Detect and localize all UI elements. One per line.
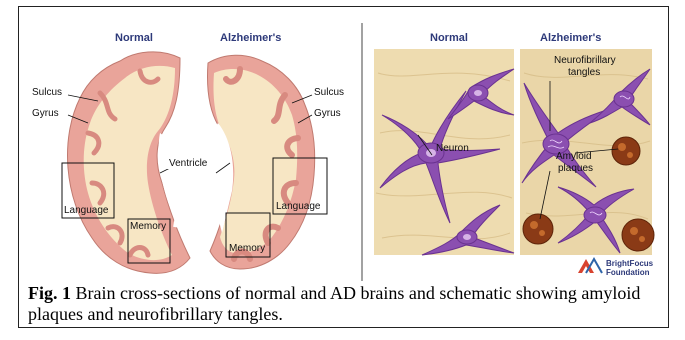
caption-label: Fig. 1 <box>28 283 71 303</box>
memory-label-left: Memory <box>130 221 166 232</box>
plaques-label: Amyloidplaques <box>556 151 593 174</box>
figure-image: Normal Alzheimer's <box>30 23 658 281</box>
logo-line2: Foundation <box>606 268 650 277</box>
gyrus-label-left: Gyrus <box>32 108 59 119</box>
brain-panel: Normal Alzheimer's <box>30 23 362 281</box>
neuron-header-normal: Normal <box>430 32 468 44</box>
brain-header-normal: Normal <box>115 32 153 44</box>
ventricle-label: Ventricle <box>169 158 208 169</box>
language-label-left: Language <box>64 205 109 216</box>
language-label-right: Language <box>276 201 321 212</box>
neuron-label: Neuron <box>436 143 469 154</box>
sulcus-label-right: Sulcus <box>314 87 344 98</box>
figure-caption: Fig. 1 Brain cross-sections of normal an… <box>28 283 668 325</box>
caption-text: Brain cross-sections of normal and AD br… <box>28 283 640 324</box>
gyrus-label-right: Gyrus <box>314 108 341 119</box>
memory-label-right: Memory <box>229 243 265 254</box>
brain-header-ad: Alzheimer's <box>220 32 281 44</box>
neuron-panel: Normal Alzheimer's <box>363 23 658 281</box>
logo-line1: BrightFocus <box>606 259 654 268</box>
neuron-header-ad: Alzheimer's <box>540 32 601 44</box>
sulcus-label-left: Sulcus <box>32 87 62 98</box>
